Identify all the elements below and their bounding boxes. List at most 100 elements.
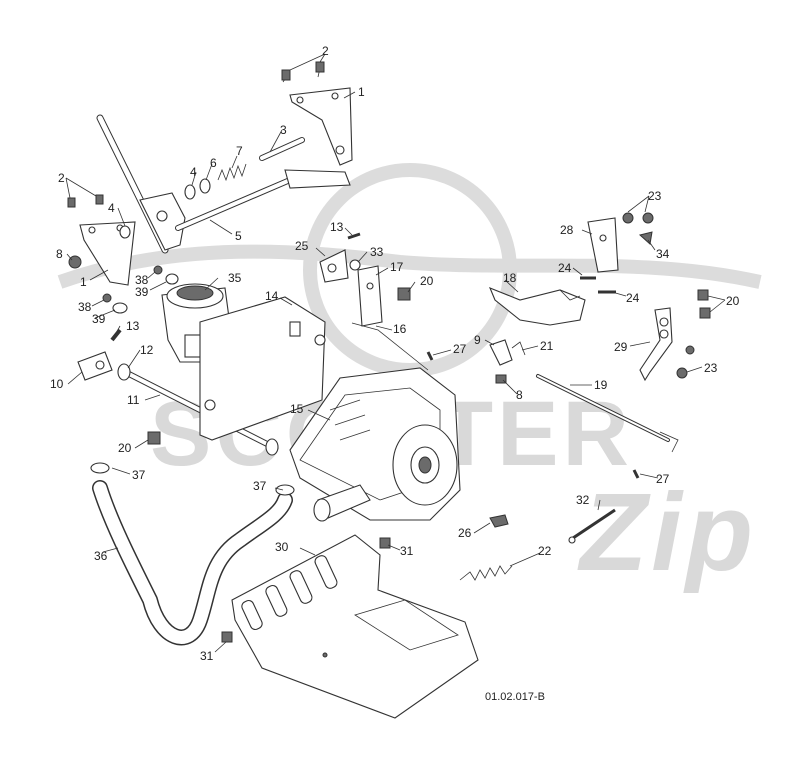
callout-5: 5 <box>235 229 242 243</box>
pin <box>110 328 122 342</box>
callout-2: 2 <box>322 44 329 58</box>
washer <box>199 178 211 194</box>
callout-33: 33 <box>370 245 384 259</box>
pin <box>259 137 305 161</box>
callout-37: 37 <box>132 468 146 482</box>
bracket-top <box>281 61 353 166</box>
hose <box>92 480 293 646</box>
callout-20: 20 <box>420 274 434 288</box>
callout-23: 23 <box>704 361 718 375</box>
callout-9: 9 <box>474 333 481 347</box>
skid-plate <box>231 534 479 719</box>
callout-17: 17 <box>390 260 404 274</box>
lock-nut <box>697 289 709 301</box>
leader-lines <box>65 53 726 653</box>
callout-22: 22 <box>538 544 552 558</box>
shaft-arm <box>77 351 113 381</box>
callout-34: 34 <box>656 247 670 261</box>
callout-13: 13 <box>126 319 140 333</box>
nut <box>102 293 112 303</box>
lock-nut <box>397 287 411 301</box>
callout-38: 38 <box>135 273 149 287</box>
callout-12: 12 <box>140 343 154 357</box>
callout-31: 31 <box>200 649 214 663</box>
callout-2: 2 <box>58 171 65 185</box>
clip <box>489 514 509 528</box>
callout-31: 31 <box>400 544 414 558</box>
callout-1: 1 <box>358 85 365 99</box>
callout-36: 36 <box>94 549 108 563</box>
mounting-plate <box>199 296 326 441</box>
callout-20: 20 <box>726 294 740 308</box>
callout-32: 32 <box>576 493 590 507</box>
hose-clamp <box>275 484 295 496</box>
callout-26: 26 <box>458 526 472 540</box>
nut <box>68 255 82 269</box>
clip <box>495 374 507 384</box>
transmission <box>289 367 461 522</box>
bracket-left <box>67 194 136 286</box>
callout-38: 38 <box>78 300 92 314</box>
callout-39: 39 <box>135 285 149 299</box>
callout-20: 20 <box>118 441 132 455</box>
callout-27: 27 <box>656 472 670 486</box>
callout-18: 18 <box>503 271 517 285</box>
callout-30: 30 <box>275 540 289 554</box>
control-rod <box>351 322 429 371</box>
washer <box>117 363 131 381</box>
callout-28: 28 <box>560 223 574 237</box>
pull-rod <box>569 508 616 542</box>
control-lever <box>96 114 351 254</box>
callout-7: 7 <box>236 144 243 158</box>
callout-labels: 1 2 3 7 6 4 5 2 4 8 1 38 39 38 39 35 13 … <box>50 44 740 663</box>
callout-14: 14 <box>265 289 279 303</box>
callout-23: 23 <box>648 189 662 203</box>
callout-8: 8 <box>516 388 523 402</box>
link-bracket <box>489 339 513 366</box>
callout-25: 25 <box>295 239 309 253</box>
callout-37: 37 <box>253 479 267 493</box>
watermark-script: Zip <box>577 471 757 594</box>
callout-16: 16 <box>393 322 407 336</box>
hose-clamp <box>90 462 110 474</box>
callout-24: 24 <box>626 291 640 305</box>
callout-27: 27 <box>453 342 467 356</box>
callout-11: 11 <box>127 393 140 407</box>
bolt <box>379 537 391 549</box>
bracket <box>357 265 383 327</box>
callout-19: 19 <box>594 378 608 392</box>
callout-4: 4 <box>190 165 197 179</box>
pin <box>426 351 434 361</box>
pin <box>632 469 640 479</box>
long-rod <box>536 374 679 453</box>
callout-10: 10 <box>50 377 64 391</box>
callout-4: 4 <box>108 201 115 215</box>
diagram-code: 01.02.017-B <box>485 691 545 703</box>
lock-nut <box>699 307 711 319</box>
clip <box>349 259 361 271</box>
callout-24: 24 <box>558 261 572 275</box>
clip <box>511 341 526 356</box>
nut <box>676 367 688 379</box>
pin <box>347 232 361 240</box>
lock-nut <box>147 431 161 445</box>
spring <box>217 163 247 182</box>
nut <box>622 212 634 224</box>
callout-35: 35 <box>228 271 242 285</box>
watermark-swoosh <box>57 244 762 289</box>
callout-15: 15 <box>290 402 304 416</box>
washer <box>112 302 128 314</box>
washer <box>165 273 179 285</box>
callout-13: 13 <box>330 220 344 234</box>
washer <box>184 184 196 200</box>
callout-3: 3 <box>280 123 287 137</box>
mount-bracket <box>587 217 619 273</box>
bolt <box>638 231 653 245</box>
nut <box>685 345 695 355</box>
callout-6: 6 <box>210 156 217 170</box>
support-bracket <box>488 287 586 326</box>
callout-21: 21 <box>540 339 554 353</box>
bolt <box>221 631 233 643</box>
